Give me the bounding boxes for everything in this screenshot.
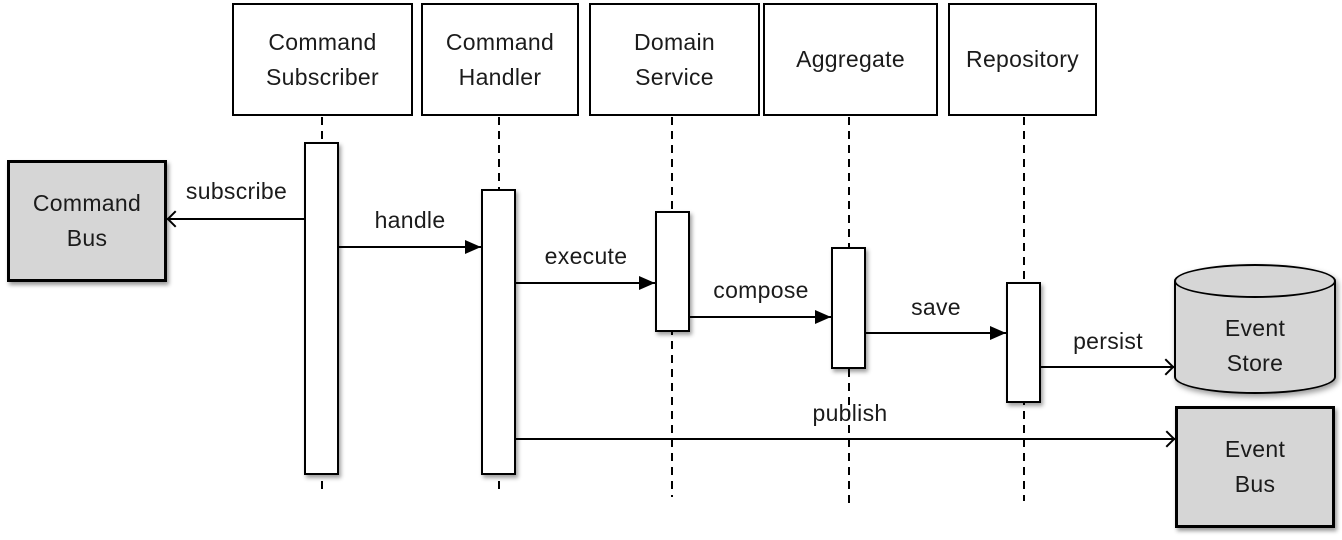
event-store-label: Event Store: [1224, 315, 1286, 376]
open-arrowhead-left-icon: [166, 210, 184, 228]
arrow-execute: [516, 276, 655, 290]
message-label-publish: publish: [812, 400, 888, 426]
actor-domain-service: Domain Service: [589, 3, 760, 116]
node-event-bus: Event Bus: [1175, 406, 1335, 528]
event-store-cylinder-top: [1174, 264, 1336, 298]
activation-repository: [1006, 282, 1041, 403]
actor-command-handler: Command Handler: [421, 3, 579, 116]
arrow-handle: [339, 240, 481, 254]
arrow-persist: [1041, 358, 1175, 376]
actor-repository: Repository: [948, 3, 1097, 116]
arrow-subscribe: [166, 210, 304, 228]
solid-arrowhead-right-icon: [815, 310, 831, 324]
actor-command-subscriber: Command Subscriber: [232, 3, 413, 116]
activation-command-subscriber: [304, 142, 339, 475]
message-label-compose: compose: [713, 277, 809, 303]
solid-arrowhead-right-icon: [465, 240, 481, 254]
arrow-save: [866, 326, 1006, 340]
activation-domain-service: [655, 211, 690, 332]
message-label-save: save: [911, 294, 961, 320]
event-store-cylinder-body: [1174, 281, 1336, 394]
message-label-subscribe: subscribe: [185, 178, 288, 204]
open-arrowhead-right-icon: [1157, 358, 1175, 376]
activation-command-handler: [481, 189, 516, 475]
open-arrowhead-right-icon: [1158, 430, 1176, 448]
solid-arrowhead-right-icon: [990, 326, 1006, 340]
arrow-compose: [690, 310, 831, 324]
message-label-persist: persist: [1073, 328, 1143, 354]
solid-arrowhead-right-icon: [639, 276, 655, 290]
node-event-store: Event Store: [1174, 264, 1336, 394]
arrow-publish: [516, 430, 1176, 448]
actor-aggregate: Aggregate: [763, 3, 938, 116]
message-label-handle: handle: [374, 207, 446, 233]
activation-aggregate: [831, 247, 866, 369]
message-label-execute: execute: [544, 243, 628, 269]
node-command-bus: Command Bus: [7, 160, 167, 282]
